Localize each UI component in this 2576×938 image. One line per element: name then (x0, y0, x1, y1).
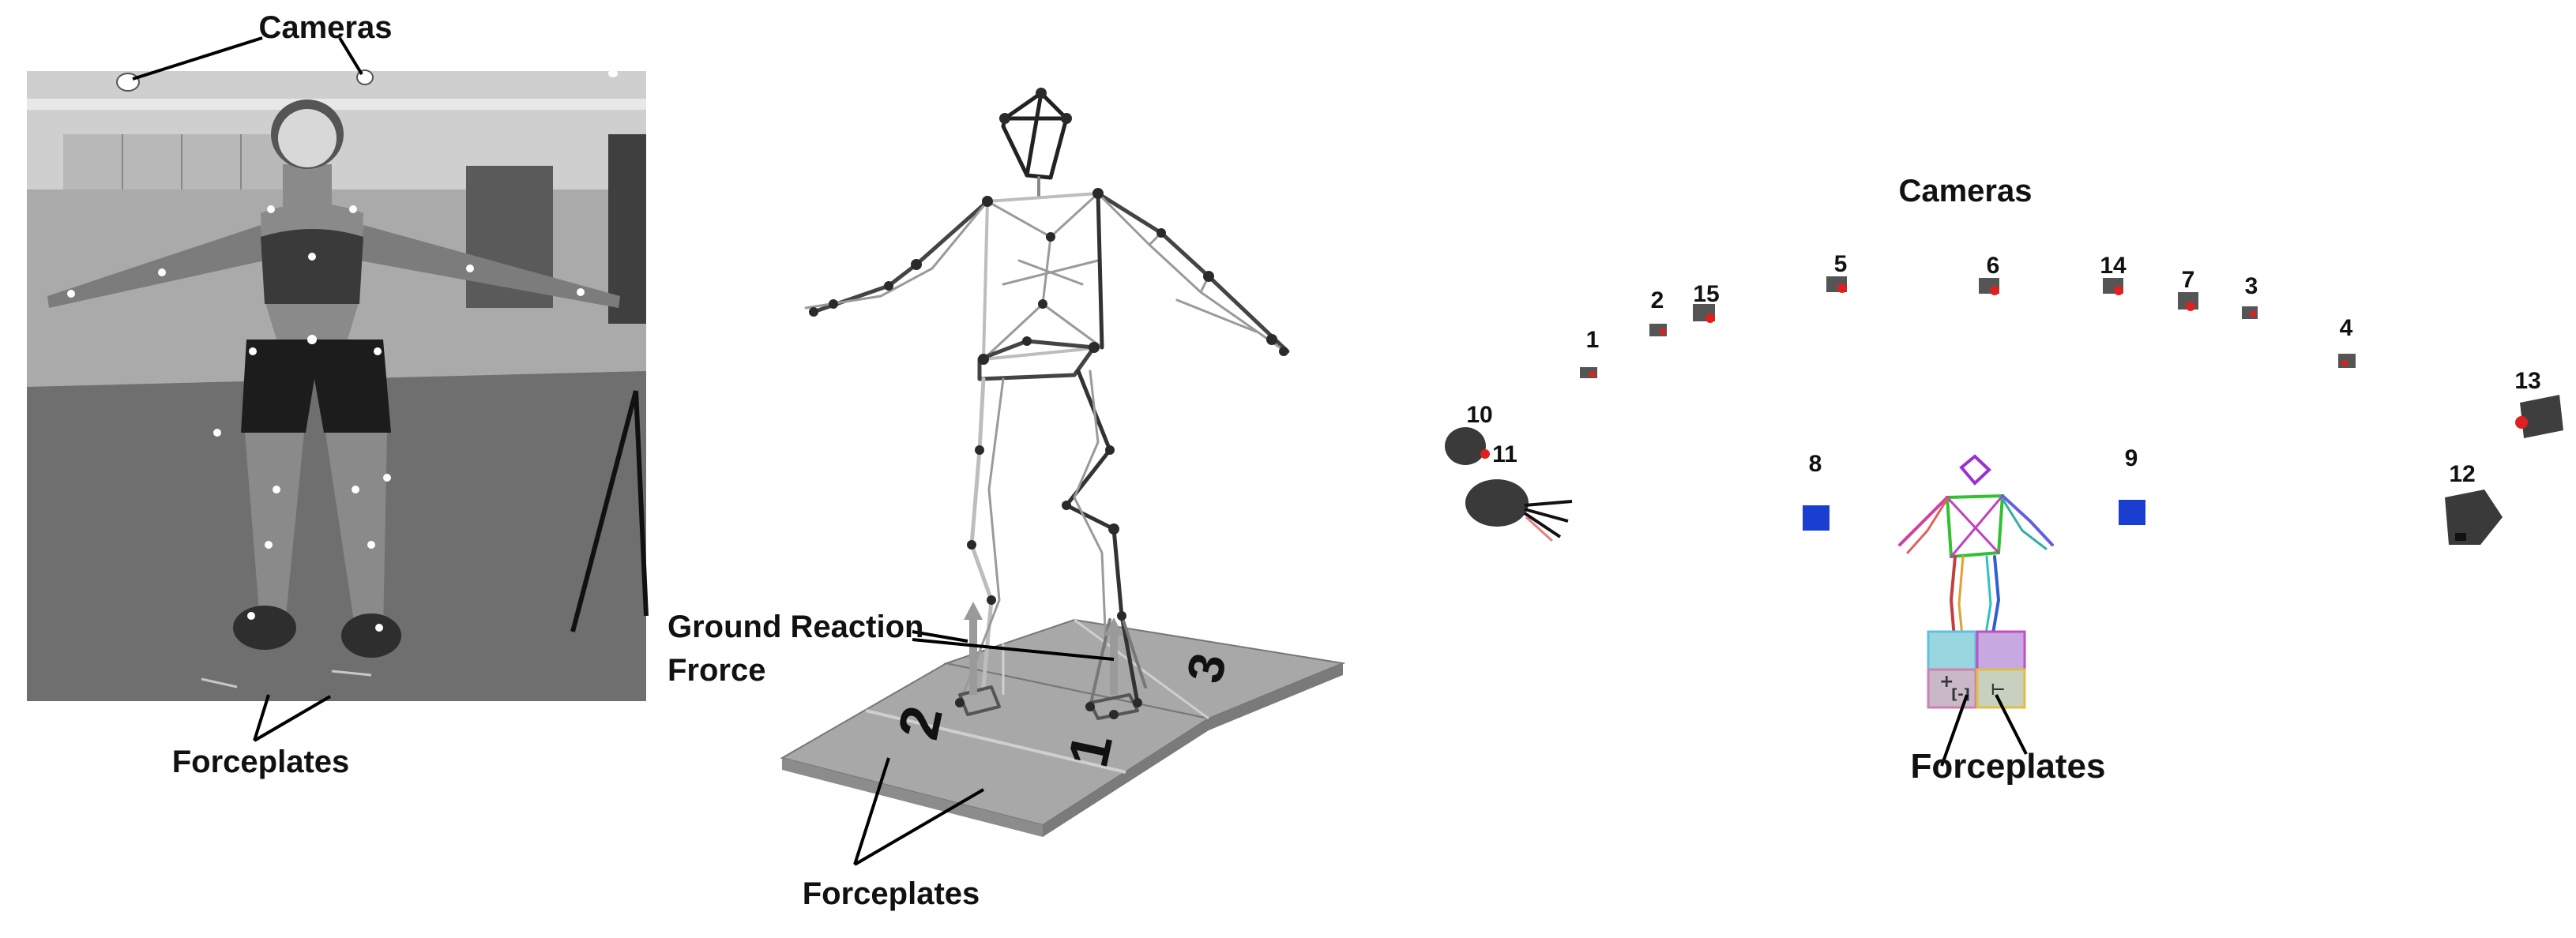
camera-8: 8 (1803, 451, 1830, 531)
svg-text:+: + (1939, 672, 1954, 692)
cameras-pointer-line (338, 36, 363, 76)
camera-10-id: 10 (1466, 402, 1492, 428)
model-forceplates-pointer-line (853, 757, 890, 865)
camera-7-id: 7 (2182, 267, 2195, 293)
camera-1: 1 (1580, 327, 1599, 378)
layout-forceplates-label: Forceplates (1911, 747, 2106, 786)
camera-15: 15 (1693, 281, 1720, 323)
grf-label-line2: Frorce (668, 653, 766, 688)
camera-9: 9 (2119, 445, 2145, 525)
skeleton-joint-markers (809, 88, 1288, 719)
forceplate-platform: 3 2 1 (780, 618, 1346, 837)
camera-13: 13 (2514, 368, 2563, 438)
layout-forceplates-pointer-line (1995, 694, 2028, 755)
svg-text:⊢: ⊢ (1991, 680, 2005, 699)
camera-13-id: 13 (2514, 368, 2540, 394)
photo-forceplates-label: Forceplates (172, 745, 350, 779)
camera-5-id: 5 (1834, 251, 1848, 277)
camera-4-id: 4 (2340, 315, 2353, 341)
camera-8-id: 8 (1809, 451, 1822, 477)
tripod (570, 390, 638, 632)
camera-1-id: 1 (1586, 327, 1600, 353)
cameras-pointer-line (132, 36, 263, 81)
model-forceplates-pointer-line (853, 788, 985, 866)
grf-label-line1: Ground Reaction (668, 610, 923, 644)
camera-7: 7 (2178, 267, 2198, 311)
camera-11-id: 11 (1492, 441, 1517, 467)
camera-3-id: 3 (2245, 273, 2258, 299)
grf-pointer-line (912, 630, 968, 643)
reflective-markers (67, 205, 585, 632)
camera-14: 14 (2100, 253, 2127, 295)
model-forceplates-label: Forceplates (803, 876, 980, 911)
camera-6-id: 6 (1987, 253, 2000, 279)
forceplates-pointer-line (253, 695, 332, 742)
grf-pointer-line (912, 638, 1115, 661)
camera-2: 2 (1649, 287, 1667, 336)
camera-2-id: 2 (1651, 287, 1664, 313)
camera-3: 3 (2242, 273, 2258, 319)
camera-layout-panel: Cameras 1 2 15 5 6 14 7 (1445, 174, 2563, 786)
camera-15-id: 15 (1693, 281, 1719, 307)
camera-10: 10 (1445, 402, 1493, 465)
tracked-skeleton (1898, 454, 2054, 649)
camera-5: 5 (1826, 251, 1847, 293)
camera-6: 6 (1979, 253, 1999, 295)
layout-cameras-label: Cameras (1898, 174, 2032, 208)
lab-floor (27, 371, 646, 701)
ground-reaction-force-arrows (964, 602, 1123, 695)
subject-person (47, 99, 620, 658)
camera-12-id: 12 (2449, 461, 2475, 487)
camera-14-id: 14 (2100, 253, 2127, 279)
face-blur (278, 109, 337, 167)
layout-forceplates: + [-] ⊢ (1927, 630, 2026, 709)
ceiling-camera (116, 73, 140, 92)
skeleton-model-panel: 3 2 1 (668, 88, 1346, 911)
camera-12: 12 (2445, 461, 2503, 545)
camera-9-id: 9 (2125, 445, 2138, 471)
layout-forceplates-pointer-line (1940, 694, 1969, 767)
svg-text:[-]: [-] (1951, 686, 1970, 703)
camera-11: 11 (1465, 441, 1573, 542)
camera-4: 4 (2338, 315, 2356, 368)
lab-photo-panel: Cameras Forceplates (27, 10, 649, 779)
forceplates-pointer-line (253, 694, 270, 741)
photo-cameras-label: Cameras (258, 10, 392, 45)
